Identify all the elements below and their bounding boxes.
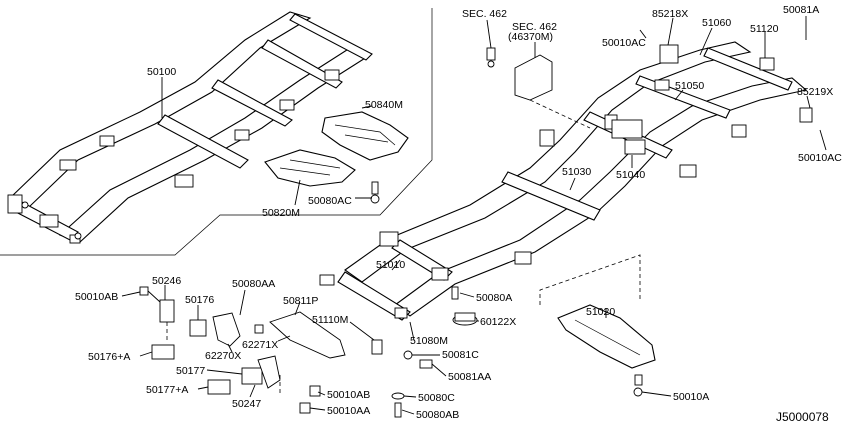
undercover-50820m xyxy=(264,149,356,187)
label-51080m: 51080M xyxy=(410,335,448,347)
bolt-50080ac xyxy=(370,181,380,204)
sec462-bracket xyxy=(486,47,591,129)
bracket-50176 xyxy=(189,312,241,347)
bracket-50177 xyxy=(241,355,281,389)
undercover-50840m xyxy=(321,111,409,161)
leader-lines xyxy=(121,16,827,415)
label-50247: 50247 xyxy=(232,398,261,410)
hardware-lower-middle xyxy=(371,339,433,418)
label-50081aa: 50081AA xyxy=(448,371,491,383)
label-50010ac-right: 50010AC xyxy=(798,152,842,164)
mount-60122x xyxy=(451,286,478,326)
label-50176: 50176 xyxy=(185,294,214,306)
skid-plate-51020 xyxy=(539,254,656,397)
label-51040: 51040 xyxy=(616,169,645,181)
label-50080aa: 50080AA xyxy=(232,278,275,290)
label-50100: 50100 xyxy=(147,66,176,78)
label-50010a: 50010A xyxy=(673,391,709,403)
label-50177: 50177 xyxy=(176,365,205,377)
label-50080c: 50080C xyxy=(418,392,455,404)
label-51010: 51010 xyxy=(376,259,405,271)
callout-labels: 50100 50840M 50820M 50080AC SEC. 462 SEC… xyxy=(75,4,842,424)
pad-50177a xyxy=(207,379,231,395)
label-50820m: 50820M xyxy=(262,207,300,219)
label-50080ab: 50080AB xyxy=(416,409,459,421)
label-50010ac-top: 50010AC xyxy=(602,37,646,49)
label-51120: 51120 xyxy=(750,23,779,35)
bracket-50811p xyxy=(254,311,346,395)
label-50010ab-bottom: 50010AB xyxy=(327,389,370,401)
label-50010ab-left: 50010AB xyxy=(75,291,118,303)
label-50080a: 50080A xyxy=(476,292,512,304)
label-50010aa: 50010AA xyxy=(327,405,370,417)
frame-assembly-50100 xyxy=(7,11,373,244)
label-62270x: 62270X xyxy=(205,350,241,362)
label-sec462-b-sub: (46370M) xyxy=(508,31,553,43)
label-85218x: 85218X xyxy=(652,8,688,20)
label-50080ac: 50080AC xyxy=(308,195,352,207)
label-62271x: 62271X xyxy=(242,339,278,351)
label-51030: 51030 xyxy=(562,166,591,178)
label-sec462-a: SEC. 462 xyxy=(462,8,507,20)
label-50177a: 50177+A xyxy=(146,384,188,396)
pad-50176a xyxy=(151,344,175,360)
label-51050: 51050 xyxy=(675,80,704,92)
label-60122x: 60122X xyxy=(480,316,516,328)
label-50081c: 50081C xyxy=(442,349,479,361)
label-50176a: 50176+A xyxy=(88,351,130,363)
label-50811p: 50811P xyxy=(283,295,318,307)
label-51020: 51020 xyxy=(586,306,615,318)
diagram-id: J5000078 xyxy=(776,410,829,424)
label-51060: 51060 xyxy=(702,17,731,29)
label-sec462-b: SEC. 462 xyxy=(512,21,557,33)
label-50840m: 50840M xyxy=(365,99,403,111)
frame-assembly-main xyxy=(319,41,813,321)
label-50246: 50246 xyxy=(152,275,181,287)
label-85219x: 85219X xyxy=(797,86,833,98)
label-51110m: 51110M xyxy=(312,314,348,326)
bracket-50246 xyxy=(139,286,175,340)
label-50081a: 50081A xyxy=(783,4,819,16)
inset-border xyxy=(0,8,433,256)
